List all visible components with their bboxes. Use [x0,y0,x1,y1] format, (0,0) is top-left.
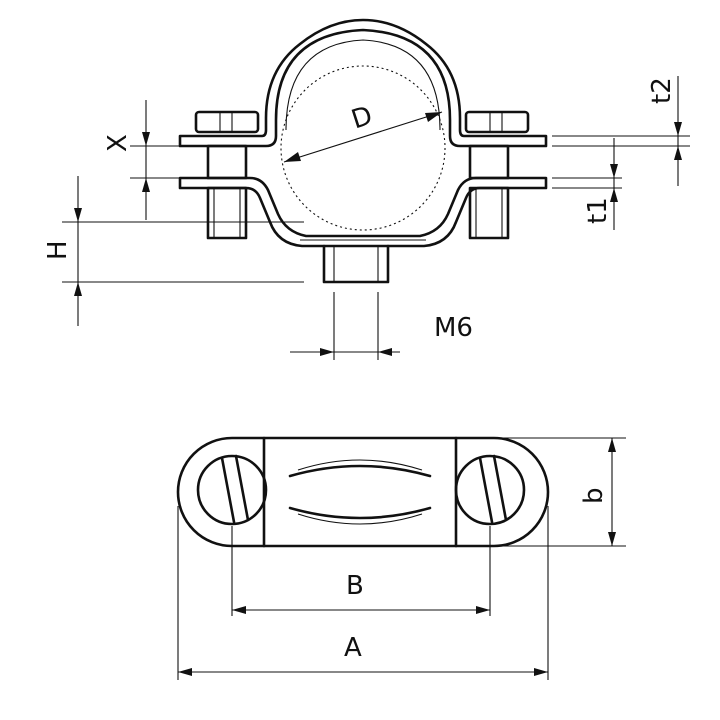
label-t1: t1 [583,197,613,224]
dimension-t1: t1 [552,138,622,230]
top-view [176,436,550,548]
dimension-a: A [177,506,549,680]
threaded-boss [322,244,390,284]
upper-strap-inner [285,39,441,131]
right-screw-head [454,454,526,526]
dimension-d: D [283,101,443,163]
label-x: X [103,134,133,152]
saddle-bottom [288,506,432,520]
dimension-m6: M6 [290,292,473,360]
saddle-top [288,464,432,478]
label-t2: t2 [647,77,677,104]
dimension-h: H [43,176,304,326]
label-A: A [344,633,362,663]
right-screw [464,110,530,240]
dimension-t2: t2 [552,76,690,186]
front-view [178,18,548,284]
label-d: D [348,101,376,136]
left-screw-head [196,454,268,526]
lower-strap [178,176,548,248]
clamp-outline-top [176,436,550,548]
upper-strap [178,18,548,148]
dimension-b-upper: B [231,526,491,616]
dimension-x: X [103,100,196,220]
label-b: b [579,487,609,504]
dimension-b: b [494,437,626,547]
left-screw [194,110,260,240]
label-h: H [43,240,73,260]
pipe-outline-dashed [280,65,446,231]
label-m6: M6 [434,313,473,343]
label-B: B [346,571,364,601]
